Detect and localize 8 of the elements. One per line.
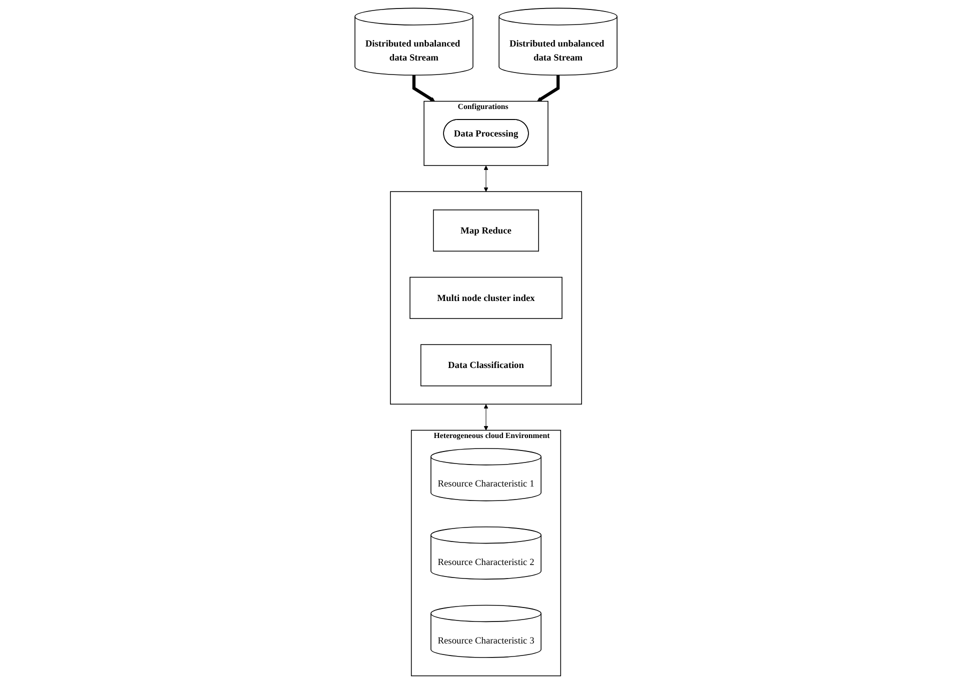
arrow <box>484 404 488 430</box>
cluster <box>390 191 582 405</box>
arrow <box>484 166 488 192</box>
arrow <box>537 75 560 102</box>
node-box: Multi node cluster index <box>410 276 562 319</box>
node-box: Map Reduce <box>433 210 539 252</box>
node-box: Data Classification <box>420 344 552 386</box>
arrow <box>412 75 435 102</box>
